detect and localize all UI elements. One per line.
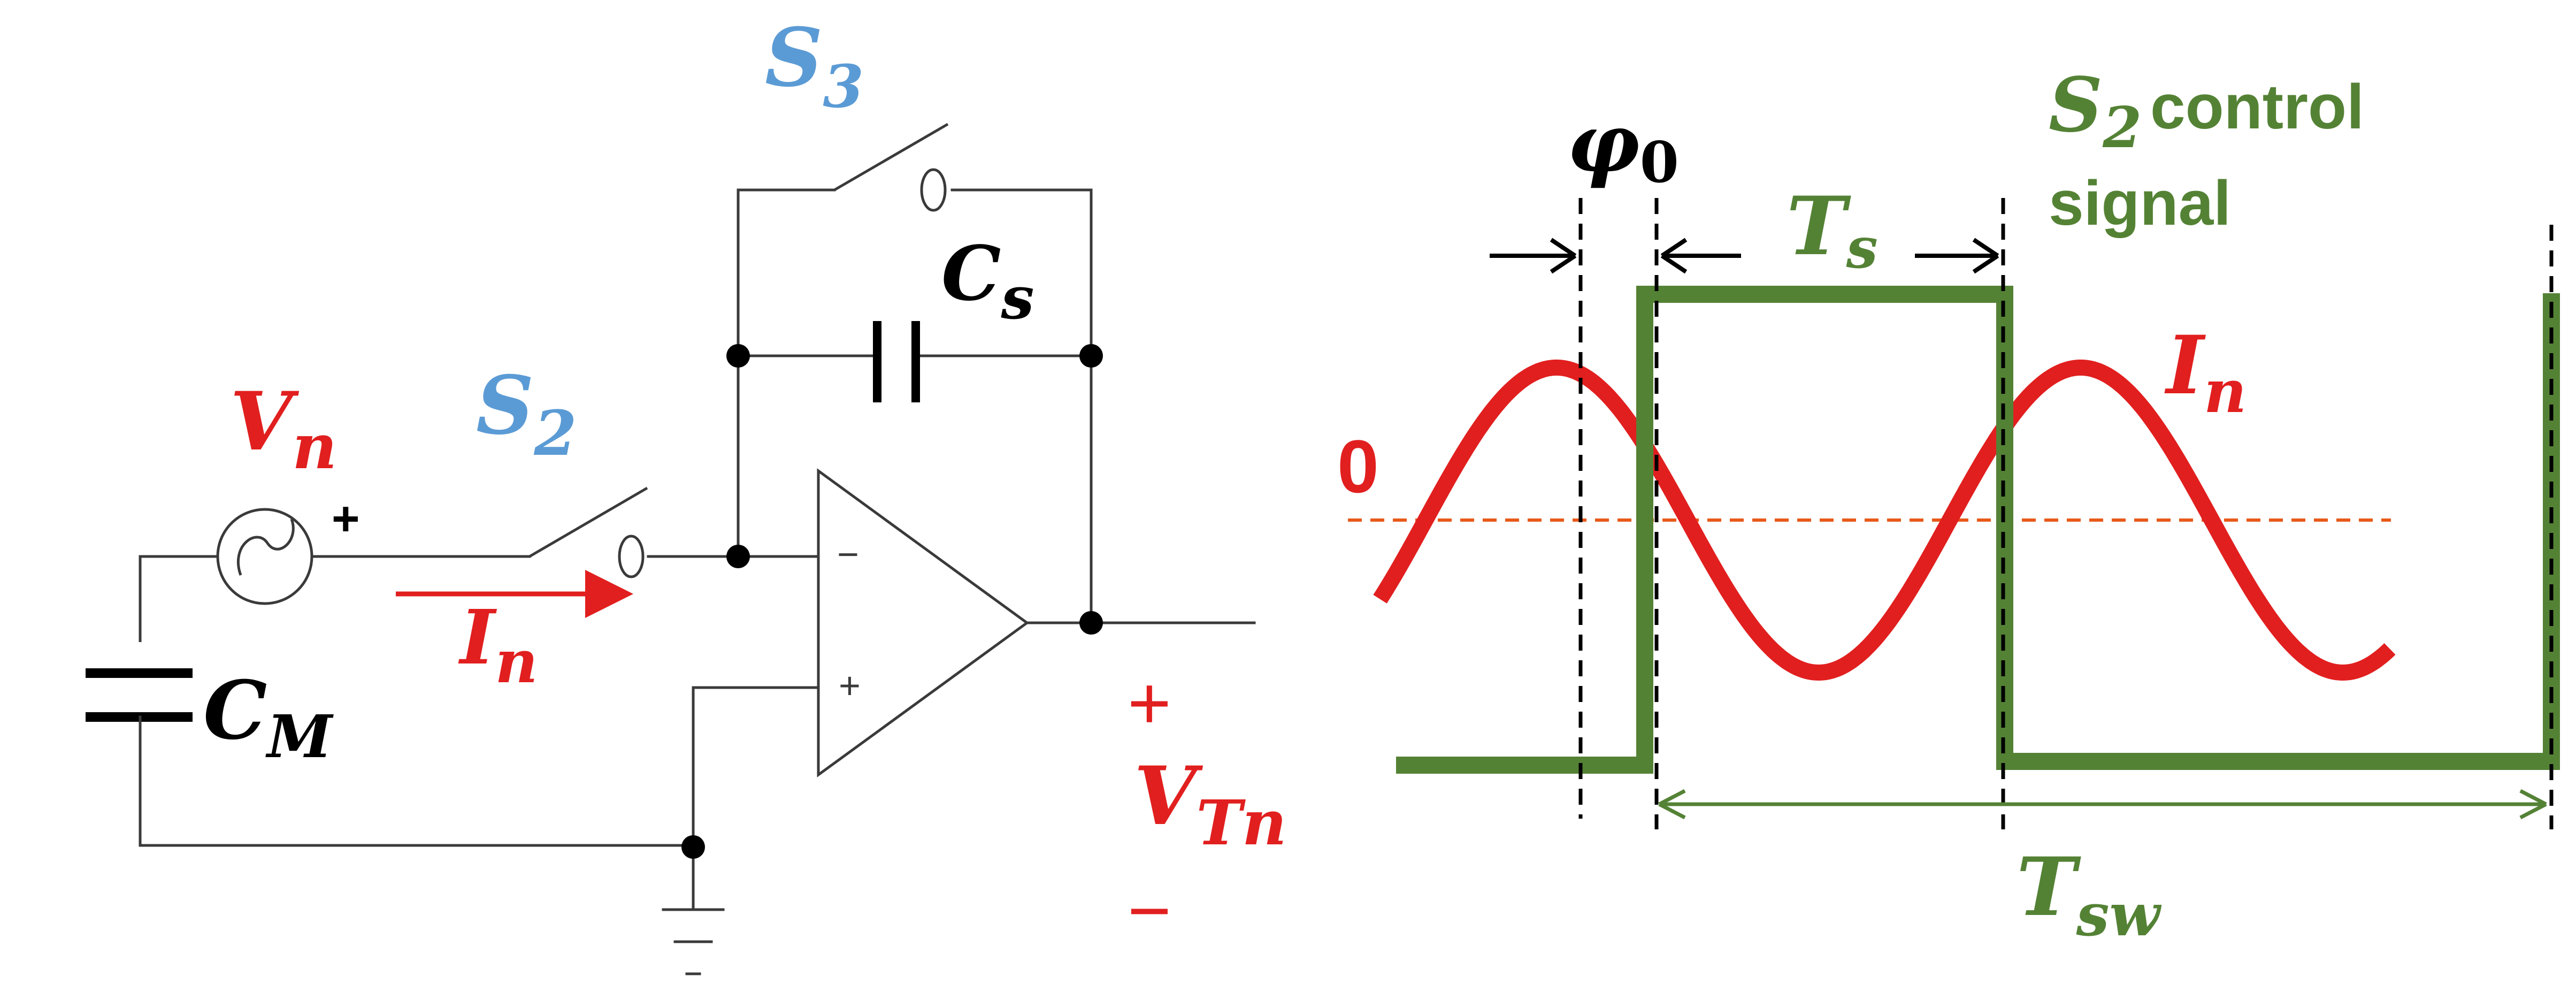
- junction-dot: [726, 344, 750, 368]
- label-s3: S3: [765, 11, 864, 121]
- current-sine-wave: [1373, 360, 2396, 681]
- label-cm: CM: [203, 663, 334, 771]
- waveform-plot: 0 φ0 Ts In: [1337, 62, 2560, 949]
- zero-label: 0: [1337, 424, 1379, 508]
- opamp-noninverting-sign: +: [839, 665, 861, 706]
- ts-arrows: [1660, 238, 1999, 274]
- label-vn: Vn: [230, 375, 337, 483]
- cs-capacitor-symbol: [873, 321, 920, 402]
- circuit-schematic: + − +: [86, 11, 1287, 975]
- switch-s3-symbol: [833, 123, 949, 212]
- junction-dot: [681, 835, 705, 859]
- output-minus: −: [1128, 868, 1171, 952]
- svg-text:S2: S2: [2049, 62, 2142, 161]
- ground-symbol: [662, 844, 725, 975]
- label-ts: Ts: [1787, 179, 1878, 281]
- junction-dot: [1079, 611, 1103, 635]
- label-tsw: Tsw: [2017, 840, 2162, 949]
- label-in-waveform: In: [2164, 318, 2247, 426]
- label-phi0: φ0: [1567, 96, 1679, 195]
- label-s2: S2: [476, 358, 577, 470]
- control-signal-waveform: [1396, 286, 2560, 774]
- label-control-signal: S2 control signal: [2049, 62, 2364, 239]
- ac-source-symbol: [216, 508, 313, 605]
- opamp-symbol: [692, 468, 1256, 777]
- junction-dot: [726, 545, 750, 568]
- cm-capacitor-symbol: [86, 642, 193, 847]
- tsw-arrow: [1658, 789, 2547, 820]
- label-in-circuit: In: [458, 594, 538, 696]
- opamp-inverting-sign: −: [837, 533, 859, 575]
- wire-feedback-top: [737, 188, 836, 558]
- source-polarity-plus: +: [332, 492, 360, 546]
- label-cs: Cs: [941, 230, 1034, 332]
- wire-s3-right: [950, 188, 1093, 622]
- output-plus: +: [1128, 661, 1171, 745]
- label-vtn: VTn: [1134, 749, 1287, 859]
- switch-s2-symbol: [528, 486, 648, 578]
- junction-dot: [1079, 344, 1103, 368]
- svg-text:signal: signal: [2049, 168, 2231, 239]
- svg-text:control: control: [2150, 72, 2364, 142]
